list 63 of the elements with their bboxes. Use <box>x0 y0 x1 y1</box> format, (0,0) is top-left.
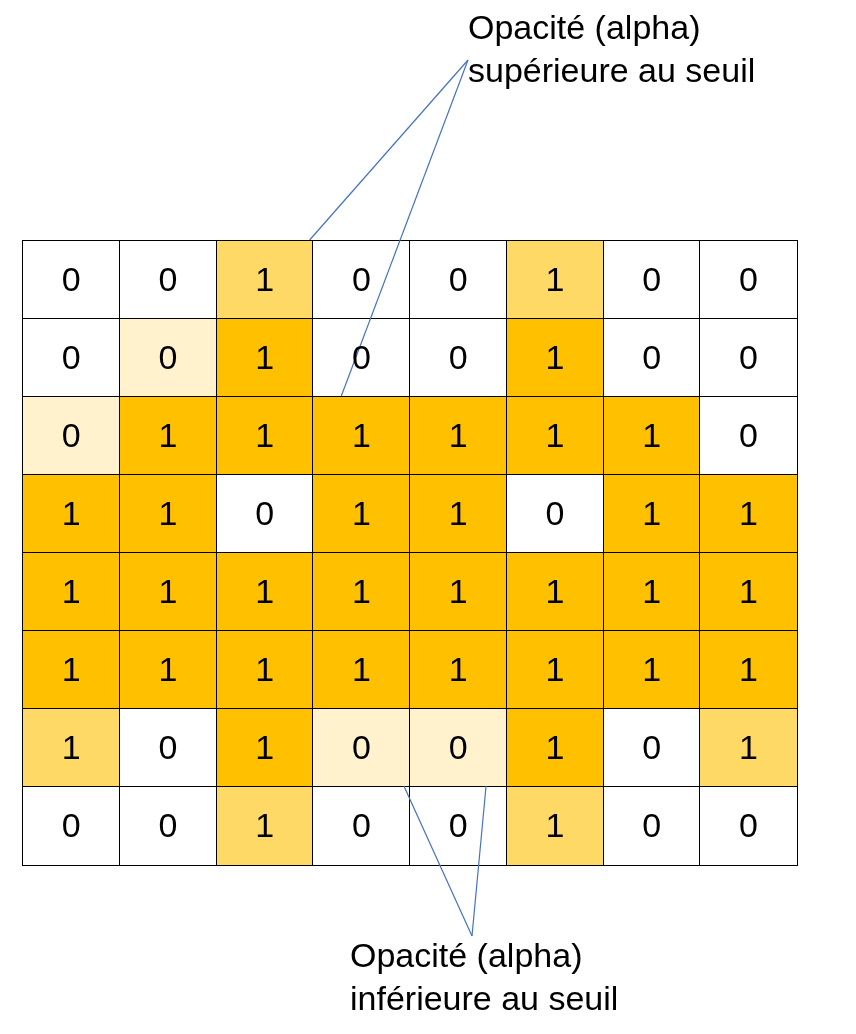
grid-cell: 0 <box>409 786 508 866</box>
grid-cell: 1 <box>118 474 217 554</box>
grid-cell: 1 <box>505 708 604 788</box>
grid-cell: 1 <box>312 474 411 554</box>
grid-cell: 1 <box>699 552 798 632</box>
grid-cell: 1 <box>505 552 604 632</box>
grid-cell: 1 <box>312 552 411 632</box>
grid-cell: 1 <box>215 318 314 398</box>
callout-text: Opacité (alpha) supérieure au seuil <box>468 6 848 91</box>
grid-cell: 0 <box>699 396 798 476</box>
leader-line <box>309 59 469 241</box>
grid-cell: 1 <box>602 474 701 554</box>
grid-cell: 1 <box>505 240 604 320</box>
grid-cell: 1 <box>409 396 508 476</box>
leader-line <box>403 785 473 937</box>
grid-cell: 1 <box>118 396 217 476</box>
grid-cell: 0 <box>409 318 508 398</box>
grid-cell: 0 <box>312 786 411 866</box>
grid-cell: 0 <box>312 240 411 320</box>
grid-cell: 1 <box>409 630 508 710</box>
grid-cell: 0 <box>602 786 701 866</box>
grid-cell: 1 <box>409 552 508 632</box>
grid-cell: 1 <box>215 240 314 320</box>
grid-cell: 1 <box>215 396 314 476</box>
grid-cell: 1 <box>118 552 217 632</box>
grid-cell: 1 <box>22 474 121 554</box>
leader-line <box>471 785 487 937</box>
grid-cell: 1 <box>409 474 508 554</box>
grid-cell: 1 <box>215 630 314 710</box>
grid-cell: 1 <box>22 552 121 632</box>
grid-cell: 1 <box>699 708 798 788</box>
grid-cell: 1 <box>505 318 604 398</box>
grid-cell: 0 <box>699 318 798 398</box>
grid-cell: 0 <box>22 318 121 398</box>
grid-cell: 0 <box>409 708 508 788</box>
grid-cell: 1 <box>602 396 701 476</box>
grid-cell: 1 <box>505 396 604 476</box>
grid-cell: 0 <box>22 786 121 866</box>
grid-cell: 0 <box>22 240 121 320</box>
grid-cell: 0 <box>699 240 798 320</box>
grid-cell: 1 <box>699 630 798 710</box>
grid-cell: 1 <box>505 786 604 866</box>
grid-cell: 0 <box>22 396 121 476</box>
grid-cell: 1 <box>602 630 701 710</box>
grid-cell: 1 <box>215 786 314 866</box>
grid-cell: 1 <box>699 474 798 554</box>
grid-cell: 1 <box>215 708 314 788</box>
leader-line <box>340 59 469 397</box>
callout-text: Opacité (alpha) inférieure au seuil <box>350 934 730 1019</box>
grid-cell: 1 <box>22 630 121 710</box>
grid-cell: 0 <box>118 786 217 866</box>
grid-cell: 1 <box>215 552 314 632</box>
grid-cell: 0 <box>118 318 217 398</box>
grid-cell: 1 <box>602 552 701 632</box>
grid-cell: 1 <box>505 630 604 710</box>
grid-cell: 0 <box>312 318 411 398</box>
grid-cell: 0 <box>409 240 508 320</box>
grid-cell: 1 <box>312 396 411 476</box>
grid-cell: 1 <box>22 708 121 788</box>
grid-cell: 0 <box>312 708 411 788</box>
grid-cell: 0 <box>699 786 798 866</box>
grid-cell: 1 <box>118 630 217 710</box>
grid-cell: 1 <box>312 630 411 710</box>
